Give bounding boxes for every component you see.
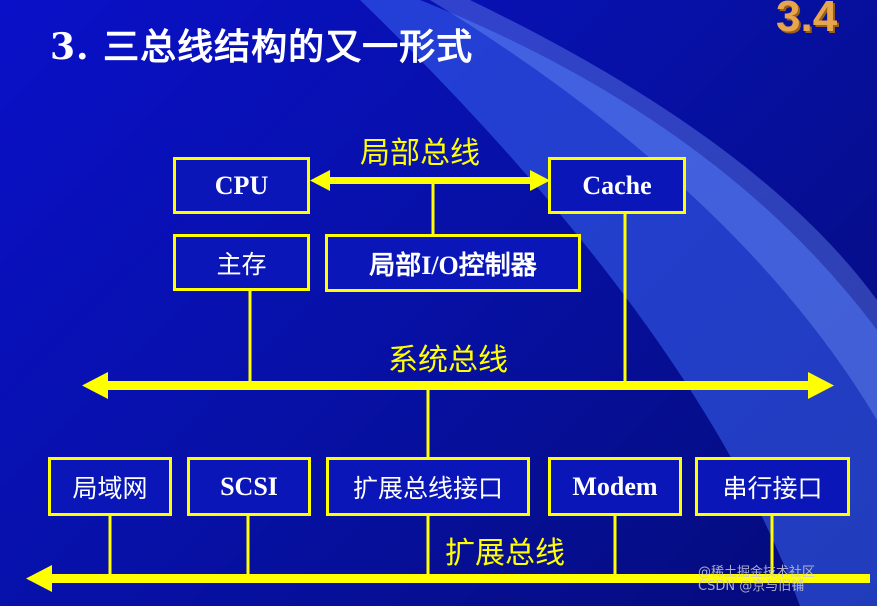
main-memory-box: 主存 (173, 234, 310, 291)
watermark: @稀土掘金技术社区 CSDN @京与旧铺 (698, 566, 815, 594)
expansion-bus-arrow (26, 565, 870, 592)
system-bus-label: 系统总线 (388, 343, 508, 378)
slide-title: 3. 三总线结构的又一形式 (50, 26, 474, 68)
watermark-line-1: @稀土掘金技术社区 (698, 565, 816, 580)
scsi-box: SCSI (187, 457, 311, 516)
serial-interface-box: 串行接口 (695, 457, 850, 516)
local-io-controller-box: 局部I/O控制器 (325, 234, 581, 292)
cpu-box: CPU (173, 157, 310, 214)
cache-box: Cache (548, 157, 686, 214)
local-bus-arrow (310, 170, 550, 191)
expansion-bus-label: 扩展总线 (445, 536, 565, 571)
modem-box: Modem (548, 457, 682, 516)
expansion-bus-interface-box: 扩展总线接口 (326, 457, 530, 516)
local-bus-label: 局部总线 (360, 136, 480, 171)
slide-number: 3.4 (776, 0, 838, 41)
system-bus-arrow (82, 372, 834, 399)
watermark-line-2: CSDN @京与旧铺 (698, 579, 805, 594)
lan-box: 局域网 (48, 457, 172, 516)
